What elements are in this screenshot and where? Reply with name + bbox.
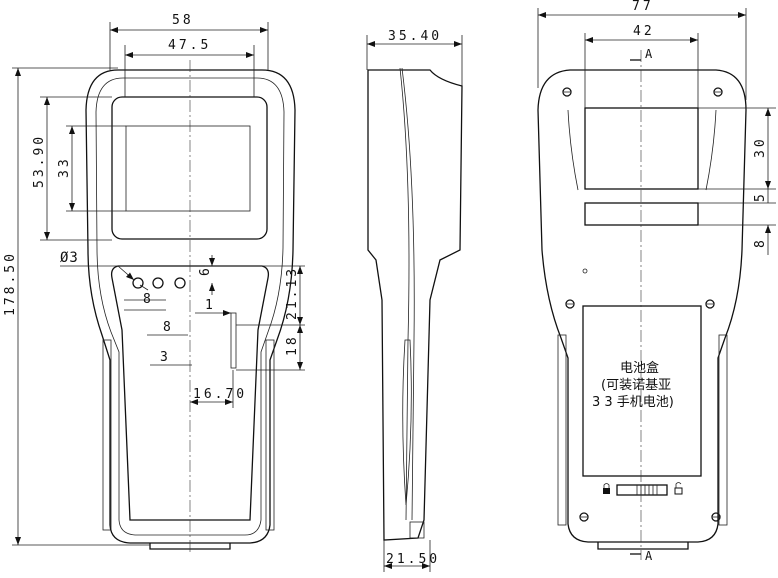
lock-closed-icon [603,483,610,494]
lock-open-icon [674,482,683,495]
keypad-area [110,265,270,521]
dim-window-height: 30 [753,136,768,158]
screw-icon [713,87,723,97]
screw-icon [579,512,589,522]
dim-hole-pitch-2: 8 [163,320,174,335]
dim-hole-offset: 6 [198,265,213,276]
dim-width: 58 [172,13,194,28]
back-window [584,107,699,190]
back-side-contour [705,109,717,191]
dim-window-width: 42 [633,24,655,39]
screen-frame [111,96,268,240]
dim-key-x: 16.70 [193,387,247,402]
battery-box-line1: 电池盒 [620,360,659,376]
back-view: 电池盒 (可装诺基亚 3 3 手机电池) A A 77 42 [537,0,776,563]
screw-icon [562,87,572,97]
lock-slider [616,484,668,496]
dim-key-height: 18 [285,334,300,356]
battery-box-line3: 3 3 手机电池) [592,395,674,410]
leader-line [117,265,135,281]
dim-total-height: 178.50 [3,251,18,316]
front-body-inner-outline [95,77,285,536]
side-key [230,312,237,369]
side-body-outline [367,69,463,541]
hole-2 [152,277,164,289]
back-bottom-connector [597,542,689,550]
side-parting-line-2 [401,67,415,521]
screw-icon [705,299,715,309]
left-grip [557,334,567,526]
lock-slider-ribs [636,485,658,495]
dim-back-width: 77 [632,0,654,14]
side-grip [402,339,412,506]
dim-hole-spacing: 3 [160,350,171,365]
battery-box-line2: (可装诺基亚 [601,378,671,393]
leader-line [139,284,149,291]
dim-key-offset: 1 [205,298,216,313]
side-view: 35.40 21.50 [366,29,463,572]
dim-gap: 5 [753,191,768,202]
dim-hole-dia: Ø3 [60,250,79,266]
section-label-top: A [645,47,653,61]
front-view: 58 47.5 178.50 53.90 33 Ø3 6 8 [3,13,305,555]
right-grip [718,334,728,526]
left-grip [102,339,112,531]
hole-3 [174,277,186,289]
dim-top-depth: 35.40 [388,29,442,44]
dim-screen-width: 47.5 [168,38,211,53]
screw-icon [565,299,575,309]
back-label-area [584,202,699,226]
side-parting-line [399,67,410,521]
dim-hole-pitch-1: 8 [143,292,154,307]
indicator-dot [582,268,588,274]
dim-screen-height: 33 [57,156,72,178]
right-grip [265,339,275,531]
screen-window [125,125,251,212]
back-side-contour [567,109,579,191]
dim-label-height: 8 [753,237,768,248]
screw-icon [711,512,721,522]
dim-screen-outer-height: 53.90 [32,134,47,188]
back-body-outline [537,69,747,543]
section-label-bottom: A [645,549,653,563]
dim-bottom-depth: 21.50 [386,552,440,567]
side-connector [409,521,425,539]
front-body-outline [85,69,296,544]
battery-box [582,305,702,477]
hole-1 [132,277,144,289]
dim-key-top: 21.13 [285,266,300,320]
